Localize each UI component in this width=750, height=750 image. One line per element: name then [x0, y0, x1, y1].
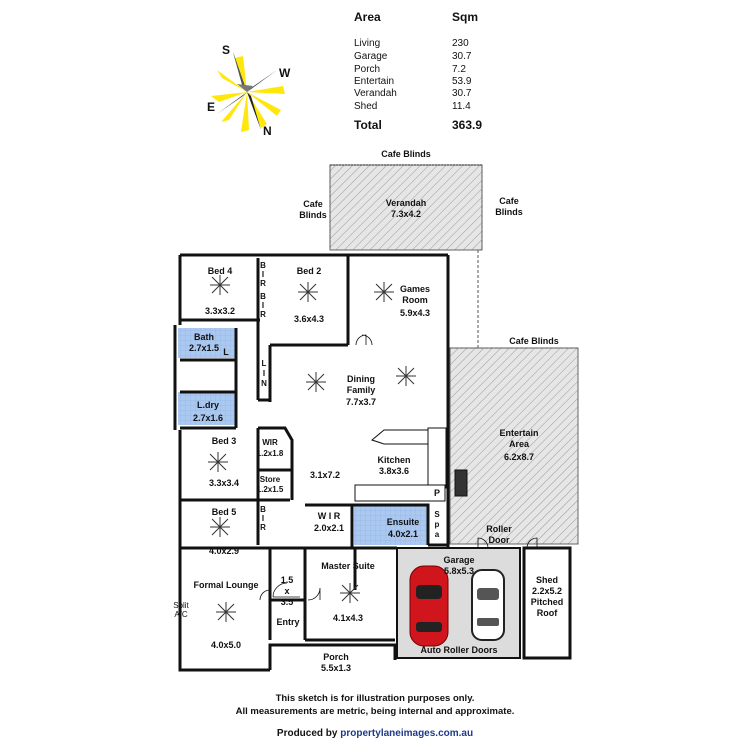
verandah — [329, 164, 483, 251]
master-suite-size: 4.1x4.3 — [332, 613, 364, 623]
master-suite-name: Master Suite — [321, 561, 375, 571]
cafe-blinds-top-label: Cafe Blinds — [381, 149, 431, 159]
disclaimer-line1: This sketch is for illustration purposes… — [275, 693, 475, 704]
bed4-size: 3.3x3.2 — [204, 306, 236, 316]
kitchen-size: 3.8x3.6 — [378, 466, 410, 476]
shed-label: Shed 2.2x5.2 Pitched Roof — [530, 575, 564, 618]
sqm-header: Sqm — [452, 10, 479, 24]
pantry-label: P — [433, 488, 441, 498]
entry-name: Entry — [276, 617, 300, 627]
bir-bed5-label: B I R — [260, 505, 266, 532]
porch-size: 5.5x1.3 — [320, 663, 352, 673]
games-room-size: 5.9x4.3 — [399, 308, 431, 318]
games-room-name: Games Room — [399, 284, 431, 305]
bed2-size: 3.6x4.3 — [293, 314, 325, 324]
formal-lounge-name: Formal Lounge — [193, 580, 259, 590]
roller-door-label: Roller Door — [486, 524, 512, 545]
ensuite-size: 4.0x2.1 — [387, 529, 419, 539]
garage-size: 5.8x5.3 — [443, 566, 475, 576]
verandah-size: 7.3x4.2 — [390, 209, 422, 219]
bath-size: 2.7x1.5 — [188, 343, 220, 353]
red-car-icon — [409, 565, 449, 647]
dining-family-size: 7.7x3.7 — [345, 397, 377, 407]
shed-outline — [522, 546, 572, 660]
ensuite-name: Ensuite — [386, 517, 420, 527]
bed3-size: 3.3x3.4 — [208, 478, 240, 488]
wir2-name: W I R — [317, 511, 341, 521]
bath-name: Bath — [194, 332, 214, 342]
bath-tiles — [178, 328, 236, 358]
auto-roller-doors-label: Auto Roller Doors — [420, 645, 498, 655]
store-name: Store — [259, 475, 281, 484]
bir-mid-label: B I R — [260, 292, 266, 319]
wir1-size: 1.2x1.8 — [256, 449, 284, 458]
credit-prefix: Produced by — [276, 728, 341, 739]
entertain-area — [449, 347, 579, 545]
entry-dimensions: 1.5 x 3.5 — [280, 575, 294, 607]
store-size: 1.2x1.5 — [256, 485, 284, 494]
hall-size: 3.1x7.2 — [309, 470, 341, 480]
laundry-name: L.dry — [196, 400, 220, 410]
spa-label: S p a — [434, 510, 440, 539]
compass-w: W — [279, 66, 291, 80]
compass-n: N — [263, 124, 272, 138]
bed3-name: Bed 3 — [211, 436, 237, 446]
garage-name: Garage — [443, 555, 475, 565]
cafe-blinds-right-label: Cafe Blinds — [495, 196, 523, 217]
area-header: Area — [354, 10, 381, 24]
ceiling-fan-icons — [208, 275, 416, 622]
bed5-name: Bed 5 — [211, 507, 237, 517]
cafe-blinds-left-label: Cafe Blinds — [299, 199, 327, 220]
wir1-name: WIR — [262, 438, 278, 447]
cafe-blinds-lines — [329, 165, 578, 349]
credit-line: Produced by propertylaneimages.com.au — [0, 728, 750, 739]
entertain-size: 6.2x8.7 — [503, 452, 535, 462]
dining-family-name: Dining Family — [346, 374, 376, 395]
white-car-icon — [471, 569, 505, 641]
ensuite-tiles — [354, 505, 428, 545]
porch-name: Porch — [323, 652, 349, 662]
credit-link[interactable]: propertylaneimages.com.au — [340, 728, 474, 739]
bed5-size: 4.0x2.9 — [208, 546, 240, 556]
compass-icon — [211, 52, 285, 132]
bed4-name: Bed 4 — [207, 266, 233, 276]
walls — [173, 253, 450, 672]
formal-lounge-size: 4.0x5.0 — [210, 640, 242, 650]
cafe-blinds-entertain-label: Cafe Blinds — [509, 336, 559, 346]
compass-s: S — [222, 43, 231, 57]
verandah-name: Verandah — [385, 198, 427, 208]
kitchen-bench — [354, 427, 468, 502]
doors — [259, 334, 538, 601]
entertain-name: Entertain Area — [499, 428, 539, 449]
laundry-tiles — [178, 392, 236, 425]
bed2-name: Bed 2 — [296, 266, 322, 276]
split-ac-label: Split A/C — [173, 601, 189, 619]
wir2-size: 2.0x2.1 — [313, 523, 345, 533]
compass-e: E — [207, 100, 216, 114]
laundry-size: 2.7x1.6 — [192, 413, 224, 423]
kitchen-name: Kitchen — [377, 455, 411, 465]
disclaimer-line2: All measurements are metric, being inter… — [235, 706, 515, 717]
linen-label: L I N — [261, 359, 267, 388]
bath-l-letter: L — [223, 347, 229, 357]
bir-top-label: B I R — [260, 261, 266, 288]
